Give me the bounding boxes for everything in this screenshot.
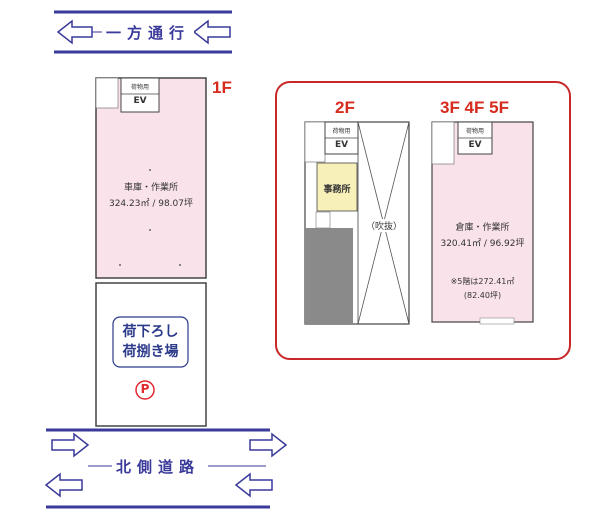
left-arrow-icon xyxy=(56,19,93,45)
bottom-road-label: 北側道路 xyxy=(112,456,205,477)
top-road xyxy=(54,10,232,54)
floor345-note2: (82.40坪) xyxy=(463,291,502,300)
bottom-road xyxy=(44,428,288,509)
left-arrow-icon xyxy=(44,472,83,498)
floor2-office: 事務所 xyxy=(323,185,351,195)
left-arrow-icon xyxy=(234,472,273,498)
floor1-ev-small: 荷物用 xyxy=(130,84,149,91)
floor1-plan xyxy=(95,77,207,279)
floor345-plan xyxy=(431,121,534,325)
floor1-room-area: 324.23㎡ / 98.07坪 xyxy=(108,199,193,209)
floor345-ev-small: 荷物用 xyxy=(465,128,484,135)
floor345-room-area: 320.41㎡ / 96.92坪 xyxy=(440,239,525,249)
right-arrow-icon xyxy=(51,432,90,458)
floor345-note1: ※5階は272.41㎡ xyxy=(450,277,515,286)
floor345-ev: EV xyxy=(468,140,482,150)
unloading-area xyxy=(95,282,207,427)
right-arrow-icon xyxy=(249,432,288,458)
floor345-room-name: 倉庫・作業所 xyxy=(455,223,510,233)
left-arrow-icon xyxy=(192,19,231,45)
floor2-void: （吹抜） xyxy=(362,219,406,232)
top-road-label: 一方通行 xyxy=(102,22,195,43)
floor2-ev-small: 荷物用 xyxy=(332,128,351,135)
parking-symbol: P xyxy=(140,382,150,396)
parking-icon xyxy=(135,380,155,400)
unloading-line2: 荷捌き場 xyxy=(122,344,179,360)
floor2-ev: EV xyxy=(334,140,349,150)
floor1-label: 1F xyxy=(212,78,232,97)
upper-floors-frame xyxy=(275,81,571,360)
floor2-label: 2F xyxy=(335,98,355,117)
unloading-line1: 荷下ろし xyxy=(122,324,179,340)
floor345-label: 3F 4F 5F xyxy=(440,98,509,117)
floor1-room-name: 車庫・作業所 xyxy=(123,183,178,193)
floor1-ev: EV xyxy=(133,96,147,106)
